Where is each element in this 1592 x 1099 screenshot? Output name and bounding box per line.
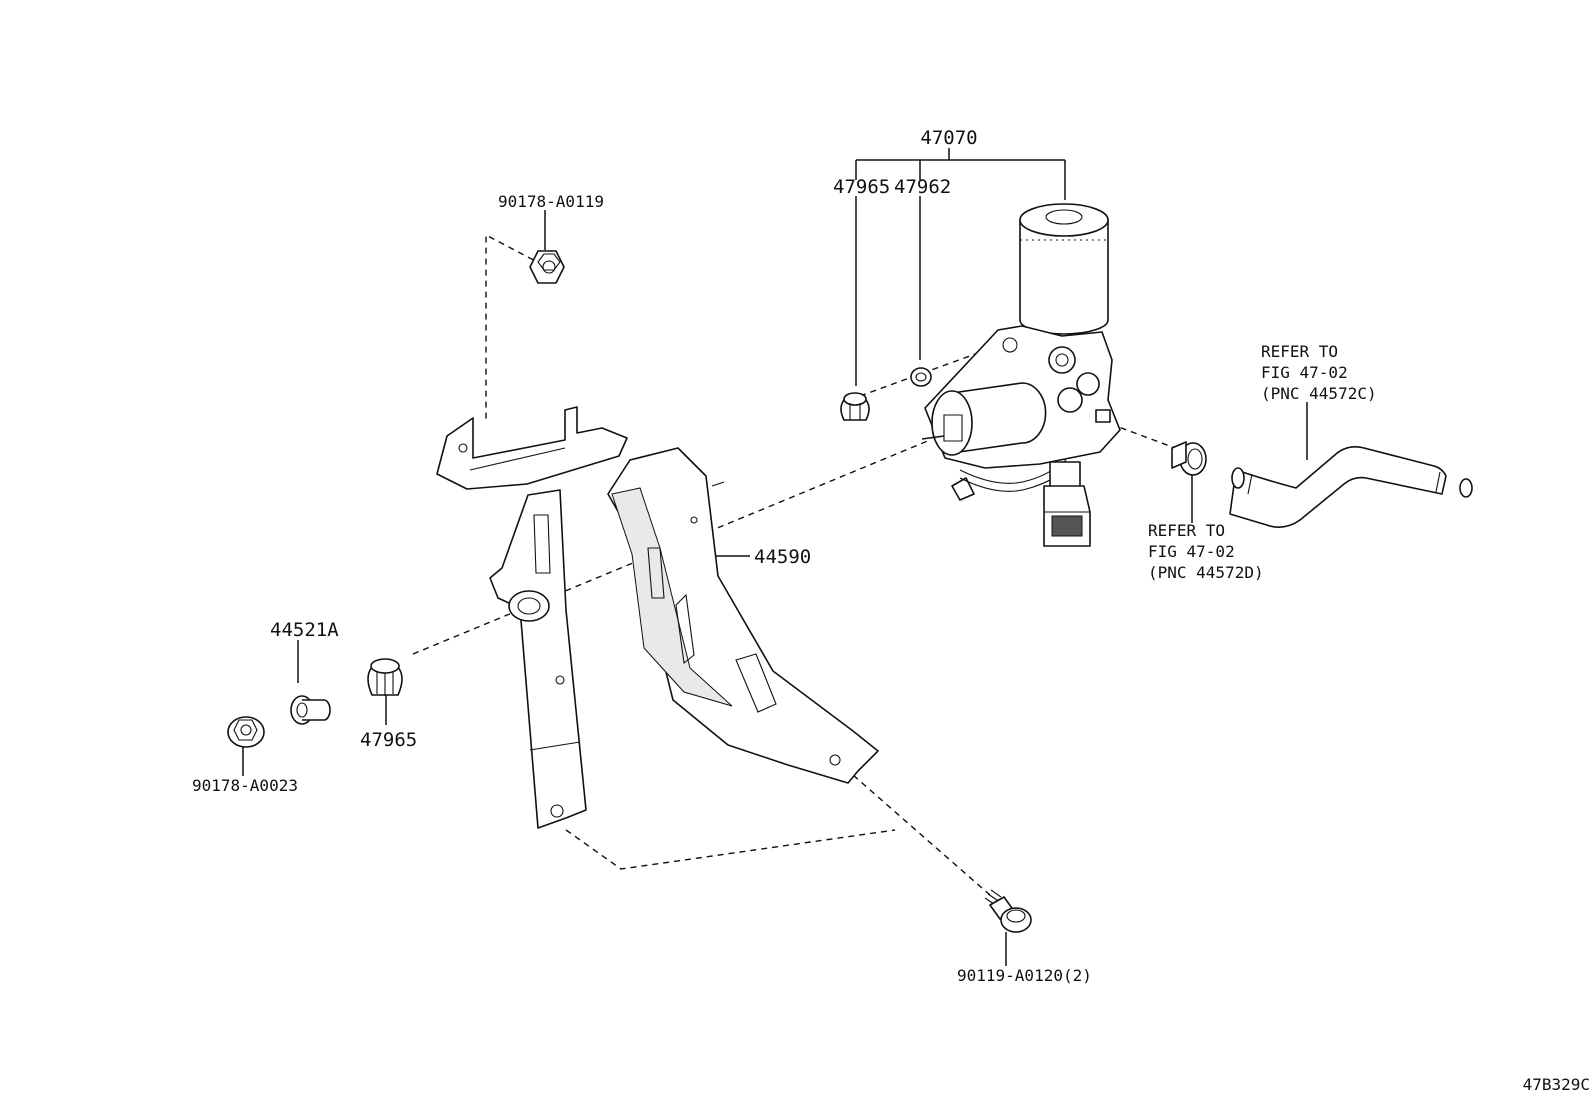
actuator-assembly-icon	[921, 203, 1121, 547]
bracket-44590-icon	[436, 406, 879, 829]
collar-icon	[290, 695, 331, 725]
callout-90178-a0023: 90178-A0023	[192, 776, 298, 795]
refer-clamp-line-2: FIG 47-02	[1148, 542, 1235, 561]
hose-icon	[1229, 446, 1473, 528]
hose-clamp-icon	[1171, 441, 1207, 476]
rubber-plug-lower-icon	[367, 658, 403, 696]
callout-47965-top: 47965	[833, 176, 890, 198]
callout-47070: 47070	[920, 127, 977, 149]
callout-44590: 44590	[754, 546, 811, 568]
rubber-plug-top-icon	[840, 392, 870, 421]
hex-nut-left-icon	[227, 716, 265, 748]
refer-hose-line-1: REFER TO	[1261, 342, 1338, 361]
o-ring-gasket-icon	[910, 367, 932, 387]
callout-47965-lower: 47965	[360, 729, 417, 751]
callout-90178-a0119: 90178-A0119	[498, 192, 604, 211]
refer-clamp-line-1: REFER TO	[1148, 521, 1225, 540]
callout-47962: 47962	[894, 176, 951, 198]
refer-hose-line-3: (PNC 44572C)	[1261, 384, 1377, 403]
hex-flange-bolt-top-icon	[529, 250, 565, 284]
illustration-id: 47B329C	[1523, 1075, 1590, 1094]
refer-clamp-line-3: (PNC 44572D)	[1148, 563, 1264, 582]
refer-hose-line-2: FIG 47-02	[1261, 363, 1348, 382]
callout-90119-a0120: 90119-A0120(2)	[957, 966, 1092, 985]
flange-bolt-bottom-icon	[984, 889, 1032, 933]
callout-44521a: 44521A	[270, 619, 339, 641]
